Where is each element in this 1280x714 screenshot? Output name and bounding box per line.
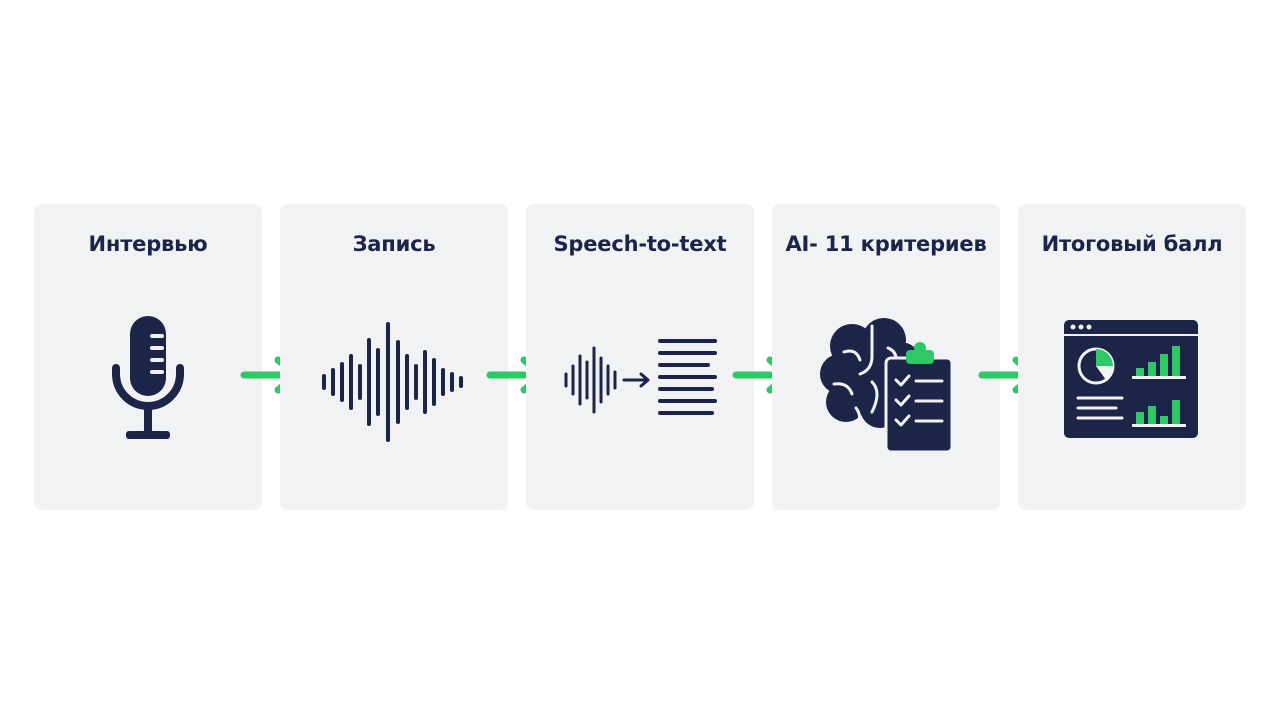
step-card-final-score: Итоговый балл [1018,204,1246,510]
microphone-icon [112,316,184,439]
step-card-interview: Интервью [34,204,262,510]
step-card-speech-to-text: Speech-to-text [526,204,754,510]
step-title: Speech-to-text [553,232,727,256]
step-card-recording: Запись [280,204,508,510]
step-title: Запись [352,232,436,256]
dashboard-icon [1064,320,1198,438]
sound-wave-icon [322,322,463,442]
brain-checklist-icon [820,318,954,452]
step-title: Интервью [88,232,208,256]
step-card-ai-criteria: AI- 11 критериев [772,204,1000,510]
step-title: Итоговый балл [1041,232,1223,256]
speech-to-text-icon [564,339,717,415]
step-title: AI- 11 критериев [785,232,987,256]
